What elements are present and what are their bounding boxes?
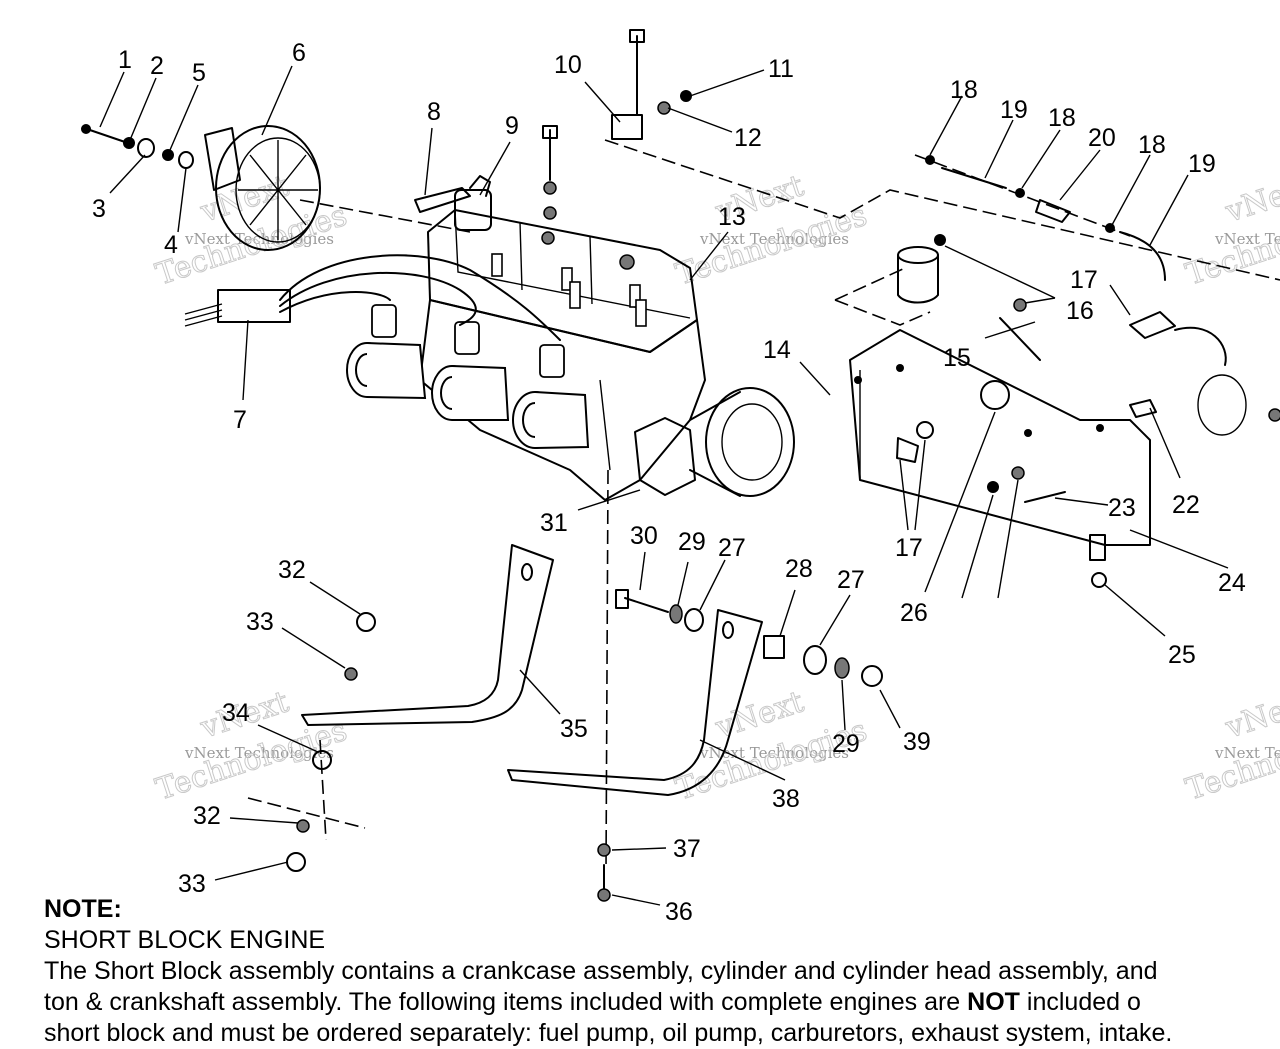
assembly-lines [247,139,1280,871]
watermark-text: vNext Technologies [699,230,849,248]
engine-assembly [81,29,795,501]
note-body-line: short block and must be ordered separate… [44,1019,1173,1047]
callout-18: 18 [1048,104,1076,132]
callout-18: 18 [950,76,978,104]
exploded-parts-diagram: vNext Technologies vNext Technologies vN… [81,29,1280,926]
callout-13: 13 [718,203,746,231]
callout-7: 7 [233,406,247,434]
callout-33: 33 [246,608,274,636]
watermark-text: vNext [1221,685,1280,746]
callout-14: 14 [763,336,791,364]
callout-24: 24 [1218,569,1246,597]
callout-23: 23 [1108,494,1136,522]
note-heading: SHORT BLOCK ENGINE [44,926,326,954]
callout-3: 3 [92,195,106,223]
note-title: NOTE: [44,895,122,923]
callout-20: 20 [1088,124,1116,152]
callout-6: 6 [292,39,306,67]
callout-5: 5 [192,59,206,87]
callout-31: 31 [540,509,568,537]
callout-17: 17 [1070,266,1098,294]
callout-32: 32 [193,802,221,830]
callout-35: 35 [560,715,588,743]
callout-16: 16 [1066,297,1094,325]
ignition-plate-assembly [849,155,1280,588]
note-text: ton & crankshaft assembly. The following… [44,988,968,1016]
callout-10: 10 [554,51,582,79]
callout-26: 26 [900,599,928,627]
watermark-text: vNext Technologies [1214,744,1280,762]
callout-27: 27 [718,534,746,562]
callout-9: 9 [505,112,519,140]
callout-15: 15 [943,344,971,372]
callout-33: 33 [178,870,206,898]
callout-labels: 1 2 3 4 5 6 7 8 9 10 11 12 13 14 15 16 1… [92,39,1246,926]
callout-37: 37 [673,835,701,863]
callout-11: 11 [768,55,794,83]
note-body-line: The Short Block assembly contains a cran… [44,957,1158,985]
callout-17: 17 [895,534,923,562]
callout-19: 19 [1000,96,1028,124]
callout-34: 34 [222,699,250,727]
watermark-text: vNext Technologies [184,230,334,248]
note-body-line: ton & crankshaft assembly. The following… [44,987,1280,1018]
watermark-text: vNext Technologies [1214,230,1280,248]
note-text: included o [1019,988,1141,1016]
callout-18: 18 [1138,131,1166,159]
callout-22: 22 [1172,491,1200,519]
callout-25: 25 [1168,641,1196,669]
watermark-text: vNext Technologies [184,744,334,762]
leader-lines [99,65,1229,906]
callout-38: 38 [772,785,800,813]
callout-29: 29 [678,528,706,556]
callout-32: 32 [278,556,306,584]
callout-19: 19 [1188,150,1216,178]
callout-8: 8 [427,98,441,126]
note-emphasis: NOT [967,988,1020,1016]
watermark-text: vNext [1221,169,1280,230]
callout-29: 29 [832,730,860,758]
callout-12: 12 [734,124,762,152]
callout-1: 1 [118,46,132,74]
callout-39: 39 [903,728,931,756]
engine-mount-brackets [286,544,883,902]
callout-4: 4 [164,231,178,259]
watermark-group: vNext Technologies vNext Technologies vN… [151,168,1280,808]
callout-28: 28 [785,555,813,583]
callout-2: 2 [150,52,164,80]
callout-36: 36 [665,898,693,926]
callout-27: 27 [837,566,865,594]
callout-30: 30 [630,522,658,550]
